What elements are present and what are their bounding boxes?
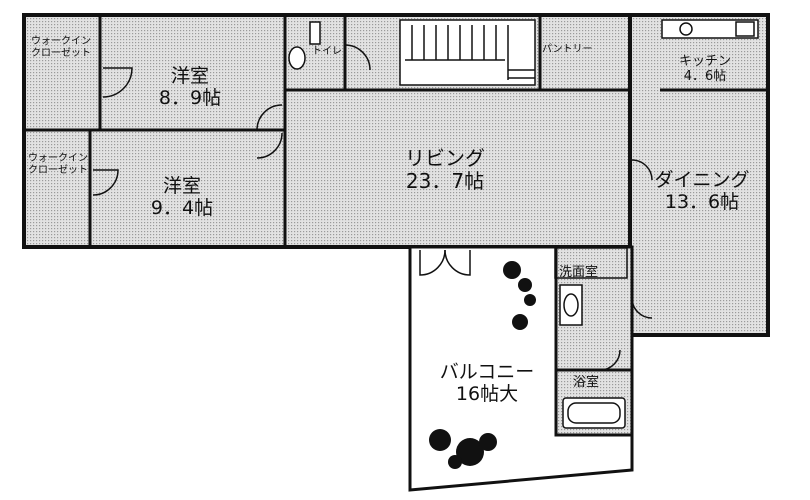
wic-top-label: ウォークイン クローゼット (31, 36, 91, 59)
bath-name: 浴室 (573, 375, 600, 390)
balcony-name: バルコニー (439, 361, 535, 384)
bath-label: 浴室 (573, 375, 600, 391)
kitchen-label: キッチン 4．6帖 (678, 54, 732, 85)
living-room-size: 23．7帖 (405, 169, 485, 193)
balcony-area (408, 245, 634, 492)
dining-room-name: ダイニング (654, 169, 750, 192)
dining-room-label: ダイニング 13．6帖 (654, 169, 750, 214)
interior-walls (24, 15, 768, 372)
kitchen-size: 4．6帖 (683, 69, 727, 84)
balcony-size: 16帖大 (455, 383, 519, 405)
western-room-bottom-label: 洋室 9．4帖 (150, 175, 214, 220)
toilet-fixture (288, 46, 306, 70)
staircase (399, 19, 536, 86)
wic-bottom-line1: ウォークイン (28, 153, 88, 164)
washroom-name: 洗面室 (559, 265, 599, 280)
fixtures (288, 19, 759, 429)
living-room-label: リビング 23．7帖 (405, 147, 485, 193)
western-room-top-name: 洋室 (170, 65, 209, 88)
wic-bottom-label: ウォークイン クローゼット (28, 153, 88, 176)
western-room-top-label: 洋室 8．9帖 (158, 65, 222, 110)
western-room-bottom-size: 9．4帖 (150, 197, 214, 219)
toilet-label: トイレ (312, 46, 342, 58)
dining-room-size: 13．6帖 (664, 191, 740, 213)
wic-top-line1: ウォークイン (31, 36, 91, 47)
western-room-top-size: 8．9帖 (158, 87, 222, 109)
washroom-label: 洗面室 (559, 265, 599, 281)
balcony-label: バルコニー 16帖大 (439, 361, 535, 406)
door-swings (92, 44, 653, 371)
pantry-label: パントリー (542, 44, 593, 56)
living-room-name: リビング (405, 146, 485, 170)
western-room-bottom-name: 洋室 (162, 175, 201, 198)
plant-decoration (429, 261, 536, 469)
pantry-name: パントリー (542, 44, 593, 55)
floor-area-right-wing (628, 13, 770, 337)
wic-bottom-line2: クローゼット (28, 164, 88, 176)
kitchen-name: キッチン (678, 54, 732, 70)
toilet-name: トイレ (312, 46, 342, 57)
wic-top-line2: クローゼット (31, 47, 91, 59)
